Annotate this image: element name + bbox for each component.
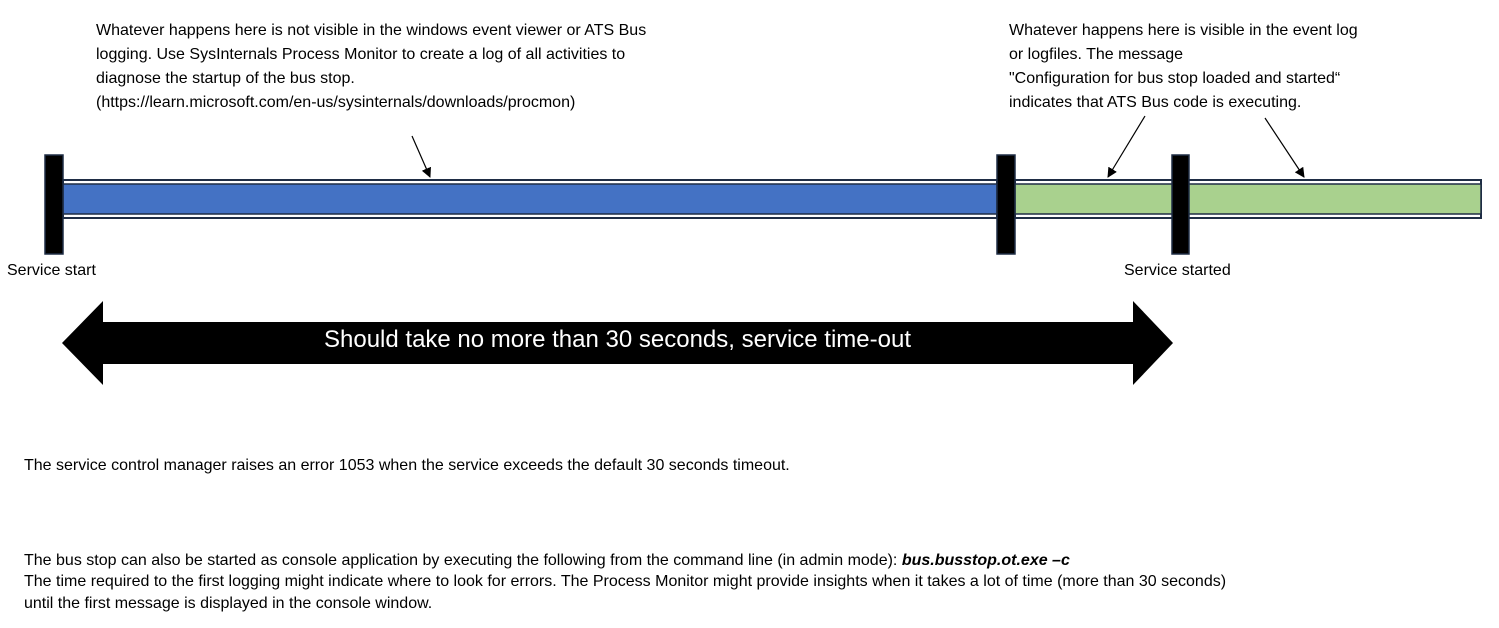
console-command: bus.busstop.ot.exe –c xyxy=(901,552,1070,569)
error-text: The service control manager raises an er… xyxy=(24,457,790,474)
service-started-label: Service started xyxy=(1124,262,1231,279)
service-started-marker xyxy=(1171,154,1190,255)
note-left-line: logging. Use SysInternals Process Monito… xyxy=(96,46,626,63)
timing-text-line-1: The time required to the first logging m… xyxy=(24,573,1227,590)
service-start-marker xyxy=(44,154,64,255)
note-right: Whatever happens here is visible in the … xyxy=(1009,19,1358,115)
console-text-line: The bus stop can also be started as cons… xyxy=(24,552,1070,570)
note-right-line: Whatever happens here is visible in the … xyxy=(1009,22,1358,39)
note-left: Whatever happens here is not visible in … xyxy=(96,19,646,115)
duration-double-arrow xyxy=(62,301,1173,385)
pointer-arrow-right-2 xyxy=(1264,117,1305,178)
console-text: The bus stop can also be started as cons… xyxy=(24,552,902,569)
note-right-line: or logfiles. The message xyxy=(1009,46,1184,63)
note-right-line: "Configuration for bus stop loaded and s… xyxy=(1009,70,1341,87)
note-left-line: (https://learn.microsoft.com/en-us/sysin… xyxy=(96,94,576,111)
pointer-arrow-right-1 xyxy=(1107,115,1146,178)
note-left-line: diagnose the startup of the bus stop. xyxy=(96,70,355,87)
pointer-arrow-left xyxy=(411,135,431,178)
note-right-line: indicates that ATS Bus code is executing… xyxy=(1009,94,1302,111)
duration-arrow-label: Should take no more than 30 seconds, ser… xyxy=(324,326,911,353)
code-executing-marker xyxy=(996,154,1016,255)
service-start-label: Service start xyxy=(7,262,96,279)
note-left-line: Whatever happens here is not visible in … xyxy=(96,22,647,39)
timing-text-line-2: until the first message is displayed in … xyxy=(24,595,433,612)
